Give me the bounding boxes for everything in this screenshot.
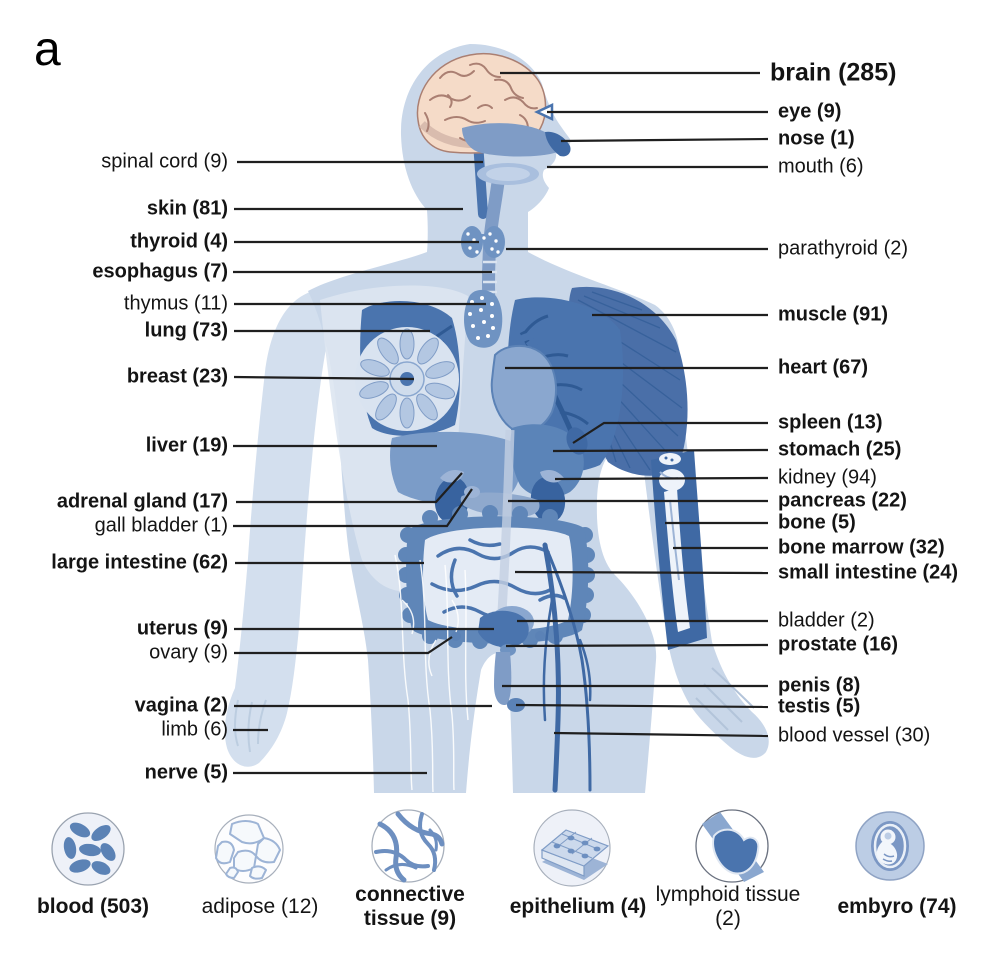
leader-prostate bbox=[505, 643, 769, 648]
leader-testis bbox=[515, 703, 769, 709]
label-kidney: kidney (94) bbox=[778, 466, 877, 489]
small-intestine-illustration bbox=[430, 538, 566, 619]
label-testis: testis (5) bbox=[778, 695, 861, 718]
label-blood-vessel: blood vessel (30) bbox=[778, 724, 931, 747]
left-arm bbox=[224, 290, 345, 767]
embryo-icon bbox=[855, 811, 925, 881]
ovary-left-illustration bbox=[451, 631, 461, 641]
label-mouth: mouth (6) bbox=[778, 155, 864, 178]
label-bladder: bladder (2) bbox=[778, 609, 875, 632]
right-hand-finger-lines bbox=[695, 667, 755, 731]
label-uterus: uterus (9) bbox=[136, 617, 228, 640]
label-liver: liver (19) bbox=[145, 434, 228, 457]
label-skin: skin (81) bbox=[146, 197, 228, 220]
label-blood: blood (503) bbox=[36, 895, 149, 918]
label-bone-marrow: bone marrow (32) bbox=[778, 536, 945, 559]
leader-breast bbox=[233, 375, 415, 381]
label-breast: breast (23) bbox=[126, 365, 228, 388]
label-prostate: prostate (16) bbox=[778, 633, 899, 656]
label-embryo: embyro (74) bbox=[837, 895, 957, 918]
thymus-illustration bbox=[464, 289, 503, 348]
label-large-intestine: large intestine (62) bbox=[51, 551, 228, 574]
label-limb: limb (6) bbox=[161, 718, 228, 741]
uterus-illustration bbox=[478, 610, 529, 648]
leader-blood-vessel bbox=[553, 731, 769, 738]
label-parathyroid: parathyroid (2) bbox=[778, 237, 909, 260]
leader-kidney bbox=[554, 476, 769, 481]
leader-ovary bbox=[234, 636, 453, 655]
blood-cells-icon bbox=[51, 812, 125, 886]
ovary-right-illustration bbox=[535, 631, 545, 641]
nerve-illustration bbox=[394, 554, 469, 793]
nose-illustration bbox=[462, 123, 571, 157]
label-spinal-cord: spinal cord (9) bbox=[101, 150, 228, 173]
mouth-illustration bbox=[477, 163, 539, 185]
epithelium-cells-icon bbox=[533, 809, 611, 887]
leader-spleen bbox=[572, 421, 768, 444]
leader-nose bbox=[560, 137, 769, 143]
label-thymus: thymus (11) bbox=[123, 292, 228, 315]
adrenal-gland-left bbox=[440, 470, 464, 483]
leader-stomach bbox=[552, 448, 769, 453]
label-spleen: spleen (13) bbox=[778, 411, 883, 434]
label-penis: penis (8) bbox=[778, 674, 861, 697]
label-thyroid: thyroid (4) bbox=[130, 230, 228, 253]
label-eye: eye (9) bbox=[778, 100, 842, 123]
label-esophagus: esophagus (7) bbox=[92, 260, 228, 283]
adipose-cells-icon bbox=[214, 814, 284, 884]
label-stomach: stomach (25) bbox=[778, 438, 902, 461]
penis-illustration bbox=[494, 652, 512, 706]
label-lymphoid-tissue: lymphoid tissue (2) bbox=[655, 883, 801, 930]
label-muscle: muscle (91) bbox=[778, 303, 889, 326]
leader-lines bbox=[233, 71, 769, 775]
label-bone: bone (5) bbox=[778, 511, 856, 534]
label-brain: brain (285) bbox=[770, 58, 897, 87]
leader-adrenal-gland bbox=[236, 472, 463, 504]
leader-small-intestine bbox=[514, 570, 769, 575]
label-small-intestine: small intestine (24) bbox=[778, 561, 959, 584]
panel-letter: a bbox=[34, 23, 61, 76]
label-adipose: adipose (12) bbox=[201, 895, 319, 918]
label-pancreas: pancreas (22) bbox=[778, 489, 907, 512]
bone-illustration bbox=[659, 469, 685, 491]
label-heart: heart (67) bbox=[778, 356, 869, 379]
label-gall-bladder: gall bladder (1) bbox=[94, 514, 228, 537]
label-ovary: ovary (9) bbox=[149, 641, 228, 664]
label-nerve: nerve (5) bbox=[144, 761, 228, 784]
leader-gall-bladder bbox=[233, 488, 473, 528]
label-epithelium: epithelium (4) bbox=[509, 895, 647, 918]
lymph-node-icon bbox=[695, 809, 769, 883]
liver-illustration bbox=[390, 431, 522, 506]
label-nose: nose (1) bbox=[778, 127, 855, 150]
label-vagina: vagina (2) bbox=[134, 694, 228, 717]
label-lung: lung (73) bbox=[144, 319, 228, 342]
label-connective-tissue: connective tissue (9) bbox=[355, 883, 465, 930]
connective-fibers-icon bbox=[371, 809, 445, 883]
label-adrenal-gland: adrenal gland (17) bbox=[56, 490, 228, 513]
